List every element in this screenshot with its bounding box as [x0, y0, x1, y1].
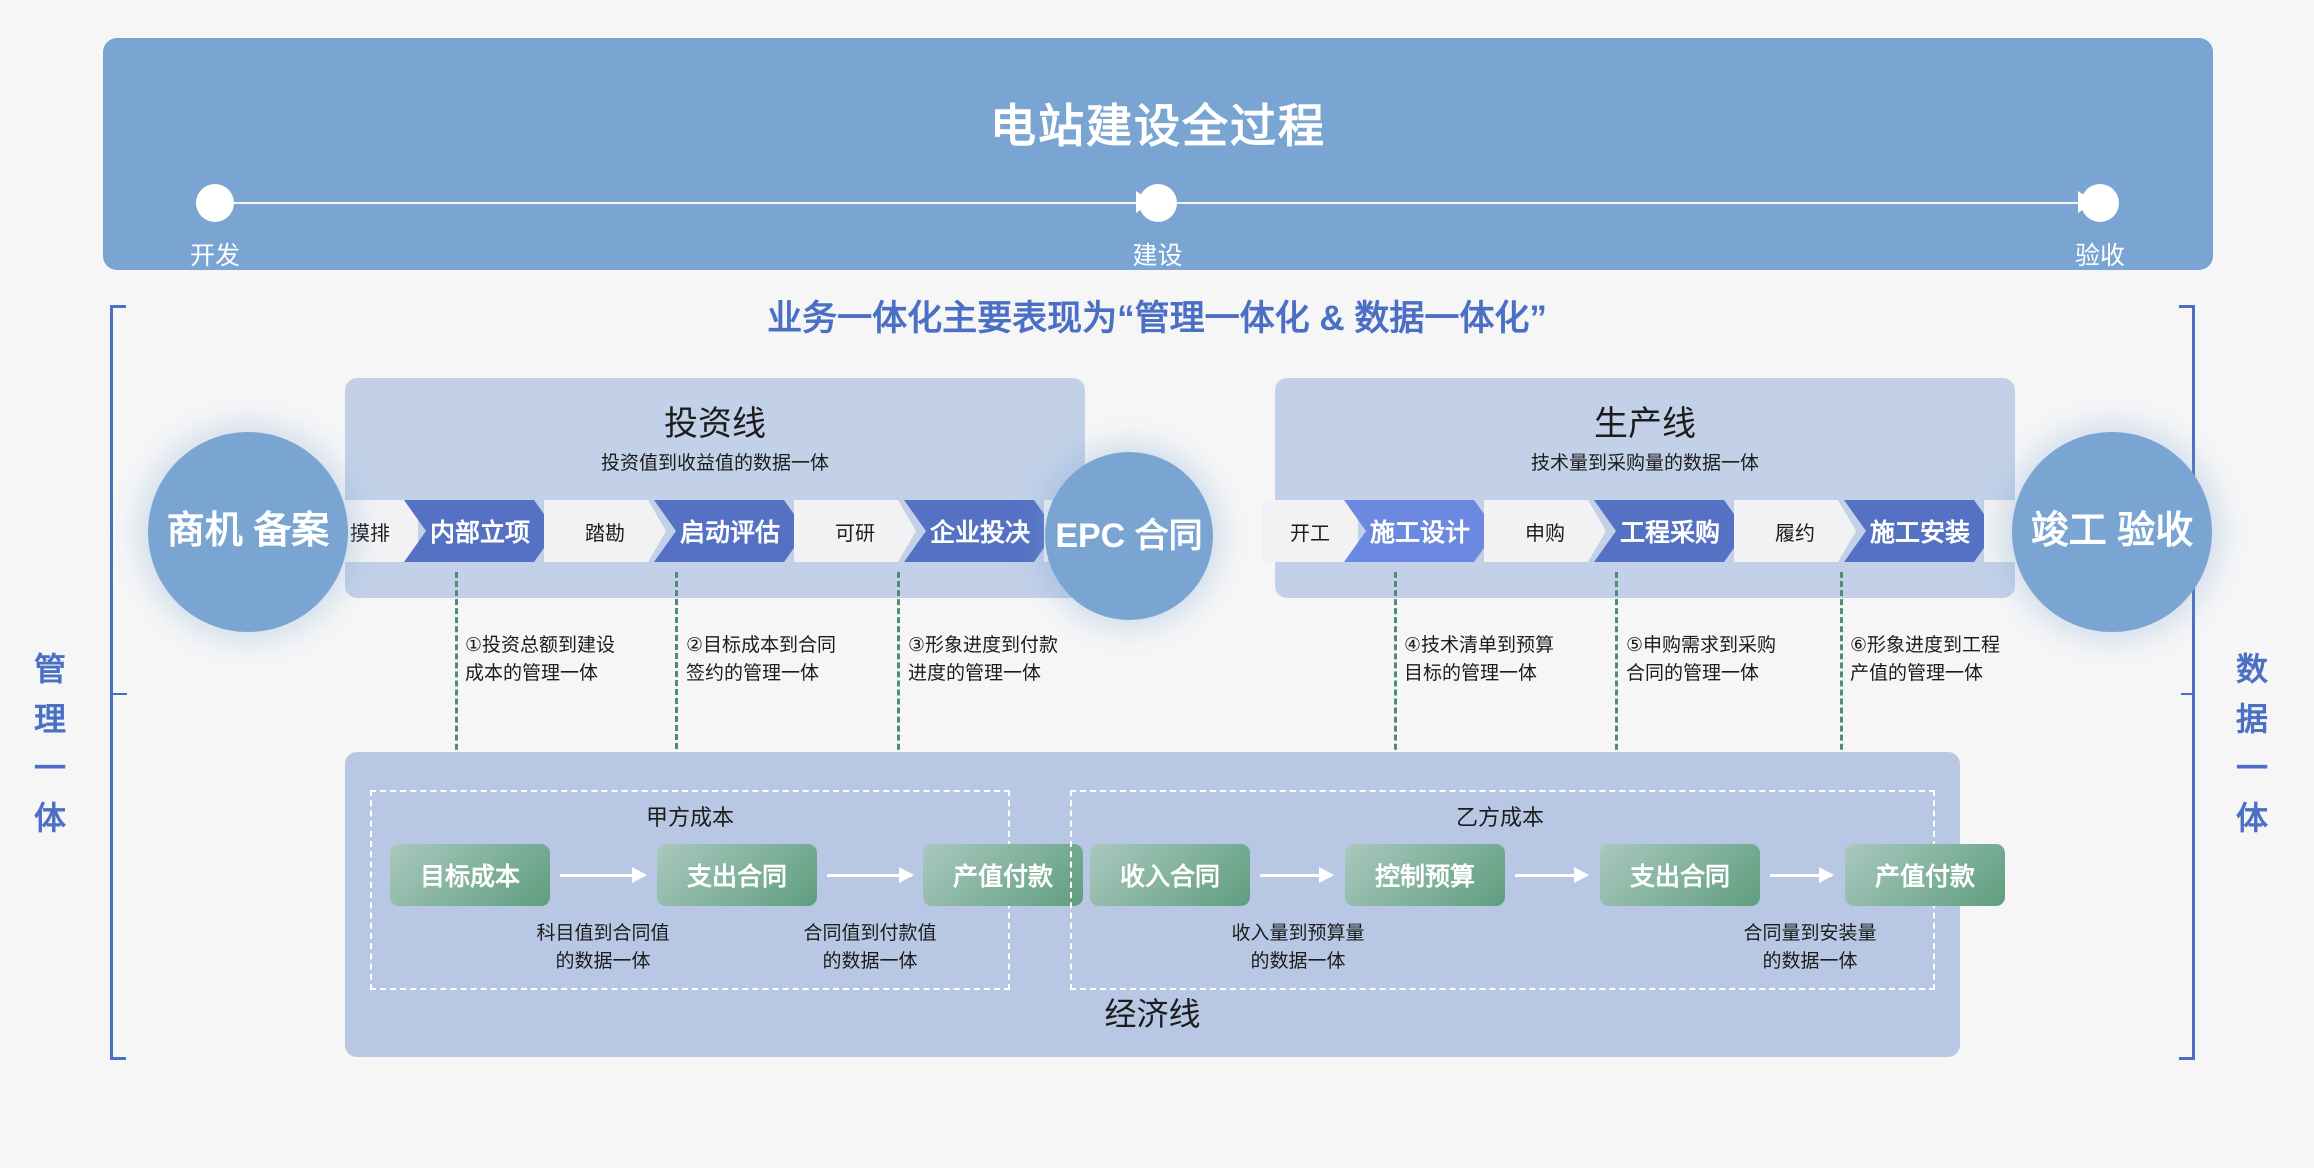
- timeline-node-construction[interactable]: 建设: [1132, 184, 1183, 272]
- production-line-title: 生产线: [1594, 405, 1696, 443]
- investment-step-flow: 摸排 内部立项 踏勘 启动评估 可研 企业投决 建设: [322, 500, 1122, 562]
- step-investment-4[interactable]: 可研: [794, 500, 916, 562]
- economy-box-a-2[interactable]: 产值付款: [923, 844, 1083, 906]
- section-subtitle: 业务一体化主要表现为“管理一体化 & 数据一体化”: [767, 299, 1547, 338]
- connector-line-5: [1615, 572, 1618, 822]
- economy-group-label-b: 乙方成本: [1455, 805, 1545, 830]
- economy-note-b-0: 收入量到预算量 的数据一体: [1231, 923, 1365, 972]
- annotation-6: ⑥形象进度到工程 产值的管理一体: [1850, 635, 2001, 684]
- step-production-1[interactable]: 施工设计: [1344, 500, 1496, 562]
- timeline-label: 建设: [1132, 242, 1183, 270]
- timeline-label: 验收: [2074, 242, 2126, 270]
- right-bracket: [2179, 305, 2195, 1060]
- process-timeline: 开发 建设 验收: [190, 178, 2125, 270]
- investment-line-panel: 投资线 投资值到收益值的数据一体: [345, 378, 1085, 598]
- annotation-5: ⑤申购需求到采购 合同的管理一体: [1626, 635, 1777, 684]
- economy-box-a-1[interactable]: 支出合同: [657, 844, 817, 906]
- step-investment-2[interactable]: 踏勘: [544, 500, 666, 562]
- connector-line-1: [455, 572, 458, 822]
- step-production-2[interactable]: 申购: [1484, 500, 1606, 562]
- economy-arrow-b-1: [1515, 867, 1589, 883]
- circle-business-opportunity[interactable]: 商机 备案: [148, 432, 348, 632]
- annotation-1: ①投资总额到建设 成本的管理一体: [465, 635, 616, 684]
- left-bracket: [110, 305, 126, 1060]
- connector-line-6: [1840, 572, 1843, 822]
- right-bracket-tick: [2181, 693, 2195, 695]
- circle-epc-contract[interactable]: EPC 合同: [1045, 452, 1213, 620]
- side-label-management: 管理一体: [33, 651, 66, 836]
- timeline-dot-icon: [2080, 184, 2119, 222]
- connector-line-2: [675, 572, 678, 767]
- step-investment-1[interactable]: 内部立项: [404, 500, 556, 562]
- economy-arrow-a-1: [827, 867, 914, 883]
- production-step-flow: 开工 施工设计 申购 工程采购 履约 施工安装 并网: [1262, 500, 2062, 562]
- economy-arrow-a-0: [560, 867, 647, 883]
- economy-box-b-0[interactable]: 收入合同: [1090, 844, 1250, 906]
- economy-box-b-3[interactable]: 产值付款: [1845, 844, 2005, 906]
- annotation-2: ②目标成本到合同 签约的管理一体: [686, 635, 837, 684]
- connector-line-4: [1394, 572, 1397, 822]
- investment-line-title: 投资线: [664, 405, 766, 443]
- annotation-3: ③形象进度到付款 进度的管理一体: [908, 635, 1059, 684]
- economy-arrow-b-2: [1770, 867, 1834, 883]
- economy-box-b-2[interactable]: 支出合同: [1600, 844, 1760, 906]
- economy-box-b-1[interactable]: 控制预算: [1345, 844, 1505, 906]
- step-production-4[interactable]: 履约: [1734, 500, 1856, 562]
- left-bracket-tick: [113, 693, 127, 695]
- timeline-dot-icon: [195, 184, 234, 222]
- timeline-dot-icon: [1138, 184, 1177, 222]
- production-line-subtitle: 技术量到采购量的数据一体: [1530, 453, 1759, 474]
- header-banner: 电站建设全过程 开发 建设 验收: [103, 38, 2213, 270]
- step-investment-3[interactable]: 启动评估: [654, 500, 806, 562]
- step-production-0[interactable]: 开工: [1262, 500, 1358, 562]
- economy-note-a-1: 合同值到付款值 的数据一体: [803, 923, 937, 972]
- step-investment-5[interactable]: 企业投决: [904, 500, 1056, 562]
- investment-line-subtitle: 投资值到收益值的数据一体: [600, 453, 829, 474]
- economy-line-panel: 甲方成本 目标成本 支出合同 产值付款 科目值到合同值 的数据一体 合同值到付款…: [345, 752, 2005, 1057]
- timeline-label: 开发: [189, 242, 241, 270]
- economy-arrow-b-0: [1260, 867, 1334, 883]
- economy-line-title: 经济线: [1104, 996, 1201, 1032]
- economy-box-a-0[interactable]: 目标成本: [390, 844, 550, 906]
- economy-group-label-a: 甲方成本: [645, 805, 735, 830]
- step-production-3[interactable]: 工程采购: [1594, 500, 1746, 562]
- economy-note-b-1: 合同量到安装量 的数据一体: [1743, 923, 1877, 972]
- step-production-5[interactable]: 施工安装: [1844, 500, 1996, 562]
- economy-note-a-0: 科目值到合同值 的数据一体: [536, 923, 670, 972]
- page-title: 电站建设全过程: [990, 100, 1326, 152]
- connector-line-3: [897, 572, 900, 822]
- circle-completion-acceptance[interactable]: 竣工 验收: [2012, 432, 2212, 632]
- side-label-data: 数据一体: [2235, 651, 2268, 836]
- annotation-4: ④技术清单到预算 目标的管理一体: [1404, 635, 1555, 684]
- timeline-node-development[interactable]: 开发: [190, 184, 240, 272]
- production-line-panel: 生产线 技术量到采购量的数据一体: [1275, 378, 2015, 598]
- timeline-node-acceptance[interactable]: 验收: [2075, 184, 2125, 272]
